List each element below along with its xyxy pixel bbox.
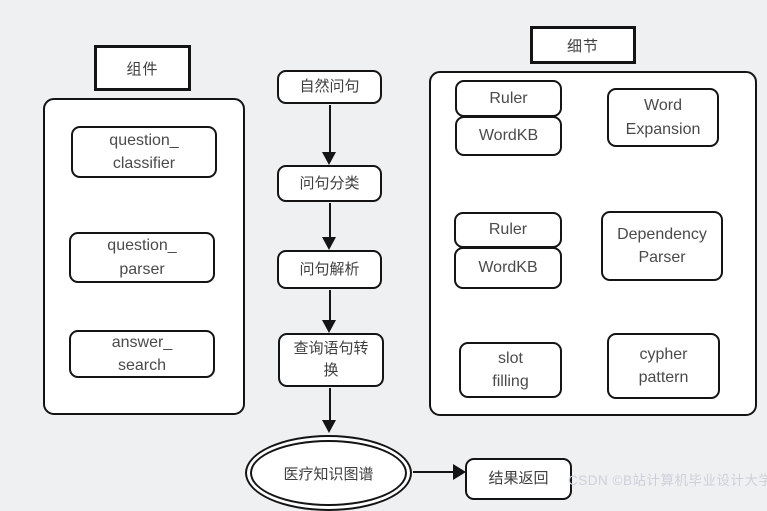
node-slot-filling: slot filling — [459, 342, 562, 398]
node-natural-question: 自然问句 — [277, 70, 382, 104]
arrow-down-icon — [322, 203, 337, 250]
node-word-expansion: Word Expansion — [607, 88, 719, 147]
node-wordkb-2: WordKB — [454, 247, 562, 289]
node-question-parsing: 问句解析 — [277, 250, 382, 289]
node-query-conversion: 查询语句转 换 — [278, 333, 384, 387]
node-question-classifier: question_ classifier — [71, 126, 217, 178]
node-ruler-2: Ruler — [454, 212, 562, 248]
node-cypher-pattern: cypher pattern — [607, 333, 720, 399]
node-question-parser: question_ parser — [69, 232, 215, 283]
right-panel-title: 细节 — [530, 26, 636, 64]
csdn-watermark: CSDN ©B站计算机毕业设计大学 — [568, 473, 767, 488]
left-panel-title: 组件 — [94, 45, 191, 91]
node-medical-knowledge-graph: 医疗知识图谱 — [245, 435, 412, 511]
medical-knowledge-graph-label: 医疗知识图谱 — [250, 440, 407, 506]
arrow-down-icon — [322, 290, 337, 333]
node-dependency-parser: Dependency Parser — [601, 211, 723, 281]
node-ruler-1: Ruler — [455, 80, 562, 117]
node-wordkb-1: WordKB — [455, 116, 562, 156]
arrow-right-icon — [413, 464, 466, 480]
node-question-classification: 问句分类 — [277, 165, 382, 202]
node-answer-search: answer_ search — [69, 330, 215, 378]
arrow-down-icon — [322, 105, 337, 165]
node-result-return: 结果返回 — [465, 458, 572, 500]
arrow-down-icon — [322, 388, 337, 433]
